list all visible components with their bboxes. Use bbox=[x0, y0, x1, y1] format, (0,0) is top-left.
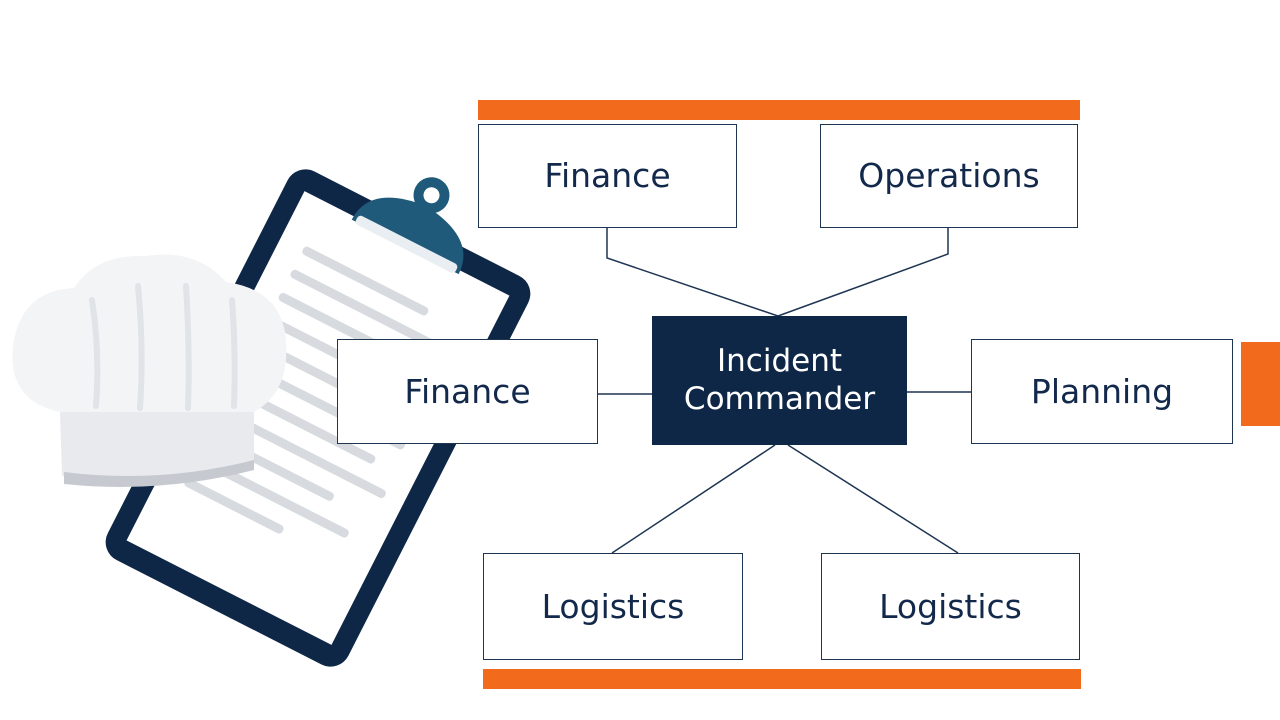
connector-to-bottom-left bbox=[611, 444, 776, 554]
node-top-right: Operations bbox=[820, 124, 1078, 228]
center-label-line2: Commander bbox=[683, 380, 876, 417]
bottom-accent-bar bbox=[483, 669, 1081, 689]
chef-hat-icon bbox=[12, 254, 287, 487]
connector-to-top-right bbox=[777, 228, 949, 317]
node-mid-left-label: Finance bbox=[404, 371, 531, 411]
node-bottom-right-label: Logistics bbox=[879, 586, 1022, 626]
node-bottom-right: Logistics bbox=[821, 553, 1080, 660]
node-top-left-label: Finance bbox=[544, 156, 671, 196]
node-mid-left: Finance bbox=[337, 339, 598, 444]
node-center-incident-commander: Incident Commander bbox=[652, 316, 907, 445]
right-accent-block bbox=[1241, 342, 1280, 426]
connector-to-top-left bbox=[606, 228, 779, 317]
node-mid-right: Planning bbox=[971, 339, 1233, 444]
connector-to-bottom-right bbox=[787, 444, 959, 554]
top-accent-bar bbox=[478, 100, 1080, 120]
center-label-line1: Incident bbox=[717, 343, 842, 380]
node-bottom-left: Logistics bbox=[483, 553, 743, 660]
node-top-right-label: Operations bbox=[858, 156, 1040, 196]
node-top-left: Finance bbox=[478, 124, 737, 228]
node-bottom-left-label: Logistics bbox=[541, 586, 685, 626]
node-mid-right-label: Planning bbox=[1030, 371, 1174, 411]
